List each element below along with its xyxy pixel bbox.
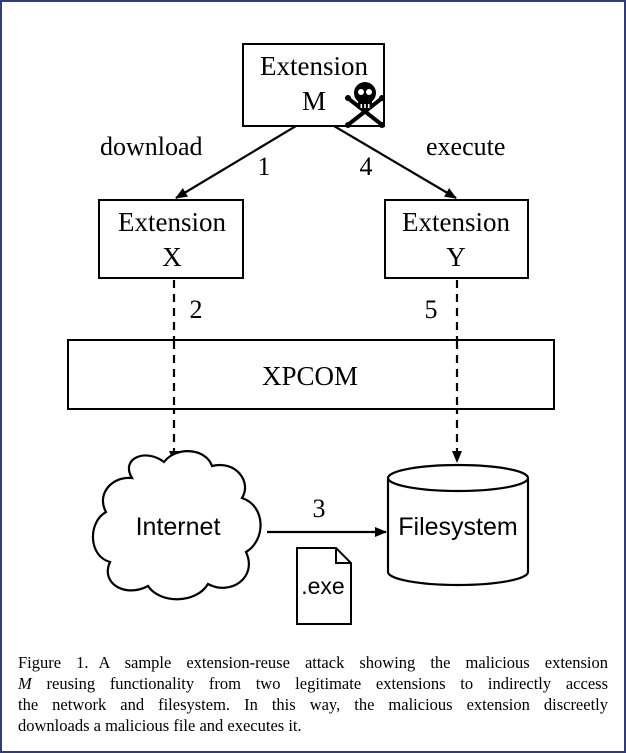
extension-y-label-line1: Extension xyxy=(402,207,510,237)
step-4-label: 4 xyxy=(360,152,373,181)
caption-line-4: downloads a malicious file and executes … xyxy=(18,716,302,735)
file-icon: .exe xyxy=(296,547,352,625)
extension-x-label-line2: X xyxy=(162,242,182,272)
internet-node: Internet xyxy=(91,450,262,601)
caption-line-1: Figure 1. A sample extension-reuse attack… xyxy=(18,652,608,673)
filesystem-label: Filesystem xyxy=(398,513,517,541)
extension-m-label-line1: Extension xyxy=(260,51,368,81)
step-3-label: 3 xyxy=(313,494,326,523)
step-5-label: 5 xyxy=(425,295,438,324)
skull-crossbones-icon xyxy=(345,82,385,128)
figure-caption: Figure 1. A sample extension-reuse attack… xyxy=(18,652,608,736)
xpcom-layer: XPCOM xyxy=(67,339,555,410)
caption-text-2: reusing functionality from two legitimat… xyxy=(31,674,608,693)
execute-label: execute xyxy=(426,132,505,161)
exe-file-label: .exe xyxy=(301,573,344,599)
step-1-label: 1 xyxy=(258,152,271,181)
extension-x-label-line1: Extension xyxy=(118,207,226,237)
step-2-label: 2 xyxy=(190,295,203,324)
extension-m-node: Extension M xyxy=(242,43,385,128)
extension-x-node: Extension X xyxy=(98,199,244,279)
xpcom-label: XPCOM xyxy=(262,361,358,391)
download-label: download xyxy=(100,132,203,161)
caption-line-2: M reusing functionality from two legitim… xyxy=(18,673,608,694)
execute-arrow xyxy=(333,125,457,199)
caption-extension-m: M xyxy=(18,674,32,693)
cloud-icon xyxy=(91,450,262,601)
extension-y-node: Extension Y xyxy=(384,199,529,279)
extension-m-label-line2: M xyxy=(302,86,326,116)
caption-text-1: A sample extension-reuse attack showing … xyxy=(98,653,608,672)
figure-number: Figure 1. xyxy=(18,653,89,672)
database-icon xyxy=(386,478,530,587)
filesystem-node: Filesystem xyxy=(386,463,530,587)
download-arrow xyxy=(175,125,297,199)
extension-y-label-line2: Y xyxy=(446,242,466,272)
caption-line-3: the network and filesystem. In this way,… xyxy=(18,695,608,714)
internet-label: Internet xyxy=(136,513,221,541)
